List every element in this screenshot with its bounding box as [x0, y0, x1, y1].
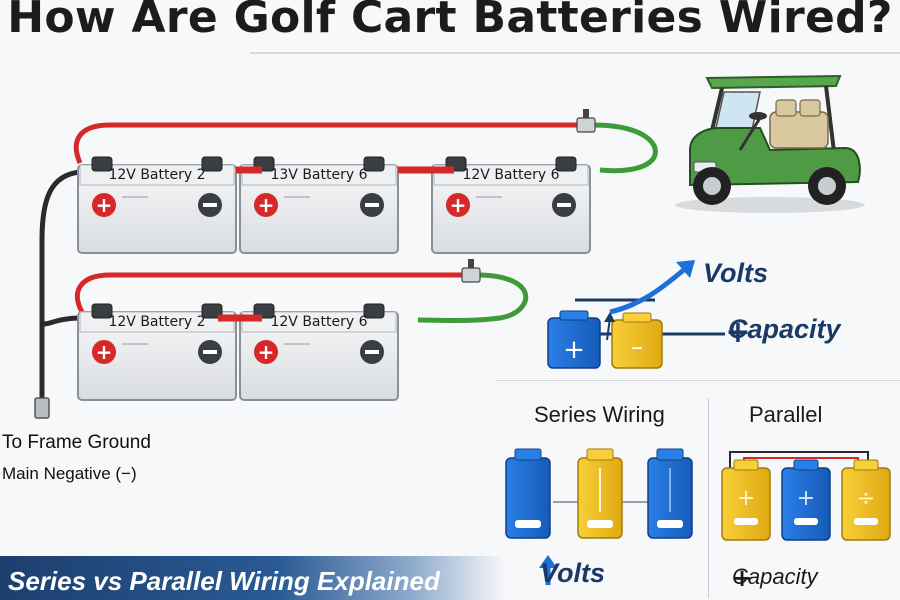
footer-banner: [0, 556, 505, 600]
battery: 13V Battery 6 +: [239, 156, 399, 254]
bottom-cable-connector-cap: [468, 259, 474, 268]
parallel-result-label: Capacity: [732, 564, 818, 589]
battery: 12V Battery 2 +: [77, 303, 237, 401]
battery-label: 12V Battery 6: [462, 167, 559, 183]
positive-terminal-icon: [254, 193, 278, 217]
panel-divider-horizontal: [495, 380, 900, 381]
positive-terminal-icon: [92, 340, 116, 364]
series-legend-graphic: + – +: [547, 260, 751, 369]
legend-volts-label: Volts: [703, 258, 769, 288]
page-title: How Are Golf Cart Batteries Wired?: [7, 0, 893, 43]
parallel-heading: Parallel: [749, 402, 823, 427]
battery-label: 12V Battery 6: [270, 314, 367, 330]
battery-label: 12V Battery 2: [108, 314, 205, 330]
svg-text:+: +: [96, 193, 113, 217]
bottom-negative-cable: [417, 272, 529, 323]
svg-text:+: +: [258, 193, 275, 217]
svg-text:+: +: [797, 486, 815, 511]
svg-text:+: +: [737, 486, 755, 511]
svg-text:÷: ÷: [857, 486, 875, 511]
positive-terminal-icon: [254, 340, 278, 364]
top-cable-connector-cap: [583, 109, 589, 118]
bottom-positive-cable: [74, 272, 465, 314]
series-result-label: Volts: [540, 558, 606, 588]
top-positive-cable: [73, 122, 580, 164]
title-divider: [250, 52, 900, 54]
battery-label: 12V Battery 2: [108, 167, 205, 183]
negative-sign-icon: –: [631, 333, 643, 361]
parallel-batteries-graphic: + + ÷ +: [721, 451, 891, 592]
battery-label: 13V Battery 6: [270, 167, 367, 183]
capacity-plus-icon: +: [732, 564, 752, 592]
ground-cable: [39, 169, 81, 398]
battery: 12V Battery 6 +: [239, 303, 399, 401]
legend-capacity-label: Capacity: [728, 314, 841, 344]
positive-sign-icon: +: [563, 335, 585, 365]
bottom-cable-connector: [461, 267, 481, 283]
svg-text:+: +: [96, 340, 113, 364]
top-cable-connector: [576, 117, 596, 133]
footer-caption: Series vs Parallel Wiring Explained: [8, 566, 440, 596]
series-batteries-graphic: [505, 448, 693, 585]
volts-up-arrow-icon: [539, 555, 557, 568]
positive-terminal-icon: [92, 193, 116, 217]
volts-up-arrow-icon: [676, 260, 695, 278]
ground-lug: [34, 397, 50, 419]
svg-text:+: +: [258, 340, 275, 364]
ground-label: To Frame Ground: [2, 432, 151, 453]
svg-text:+: +: [450, 193, 467, 217]
golf-cart-icon: [675, 74, 865, 213]
battery: 12V Battery 2 +: [77, 156, 237, 254]
top-negative-cable: [593, 122, 658, 174]
capacity-plus-icon: +: [725, 315, 750, 350]
battery: 12V Battery 6 +: [431, 156, 591, 254]
ground-sublabel: Main Negative (−): [2, 464, 137, 483]
positive-terminal-icon: [446, 193, 470, 217]
panel-divider-vertical: [708, 398, 709, 598]
series-heading: Series Wiring: [534, 402, 665, 427]
